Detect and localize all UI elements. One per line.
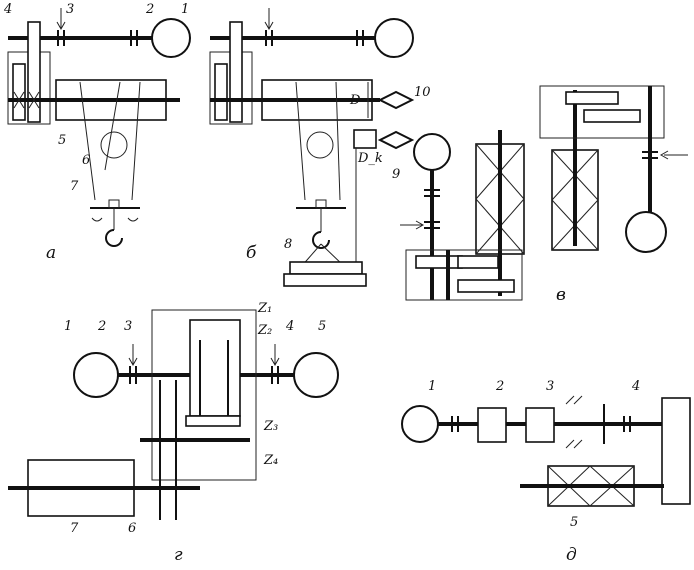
label-unit-2: 2 [495,379,504,394]
label-diameter-k: D_k [357,151,383,166]
gear-housing [661,397,691,505]
sensor [353,129,415,268]
label-z2: Z₂ [257,323,272,338]
hook [296,199,346,249]
label-diameter: D [349,93,361,108]
motor-left [413,133,451,171]
label-brake: 3 [66,2,74,17]
hook [90,199,140,247]
panel-v: в [400,85,688,305]
label-motor-left: 1 [64,319,72,334]
label-gear-shaft: 6 [128,521,136,536]
label-drum: 5 [570,515,578,530]
label-z1: Z₁ [257,301,272,316]
motor [151,18,191,58]
brake [56,8,66,46]
motor-left [73,352,119,398]
motor [401,405,439,443]
caption-a: а [46,243,56,263]
panel-g: 1 2 3 Z₁ Z₂ 4 5 Z₃ Z₄ 6 7 г [8,301,339,565]
caption-b: б [246,243,257,263]
label-shaft: 3 [124,319,132,334]
pulley [377,90,415,110]
label-z4: Z₄ [263,453,278,468]
label-brake-left: 2 [97,319,106,334]
load [283,243,367,287]
label-rope: 6 [82,153,90,168]
label-motor-right: 5 [318,319,326,334]
caption-g: г [174,545,183,565]
drum [256,79,380,201]
label-load: 8 [284,237,292,252]
motor [374,18,414,58]
gearbox [7,21,52,125]
coupling [130,30,138,46]
panel-b: D 10 D_k 9 8 б [209,8,431,287]
unit-2 [477,407,507,443]
rope-pulley [100,131,128,159]
label-gear-housing: 4 [631,379,640,394]
label-sensor: 9 [392,167,400,182]
gearbox [209,21,256,125]
label-motor: 1 [428,379,436,394]
label-drum: 5 [58,133,66,148]
panel-d: 1 2 3 4 5 д [401,379,691,565]
label-gearbox: 4 [3,2,12,17]
motor-right [293,352,339,398]
unit-3 [525,407,555,443]
label-pulley: 10 [414,85,431,100]
label-hook: 7 [70,179,79,194]
caption-d: д [566,545,577,565]
label-z3: Z₃ [263,419,278,434]
panel-a: 4 3 2 1 5 6 7 а [3,2,191,263]
caption-v: в [556,285,566,305]
motor-right [625,211,667,253]
label-drum: 7 [70,521,79,536]
drum [50,79,180,201]
drum [520,465,664,507]
drum [8,459,200,517]
label-brake-right: 4 [285,319,294,334]
gearbox-left [405,249,523,301]
label-unit-3: 3 [546,379,554,394]
label-coupling: 2 [145,2,154,17]
differential-housing [140,309,257,520]
label-motor: 1 [181,2,189,17]
